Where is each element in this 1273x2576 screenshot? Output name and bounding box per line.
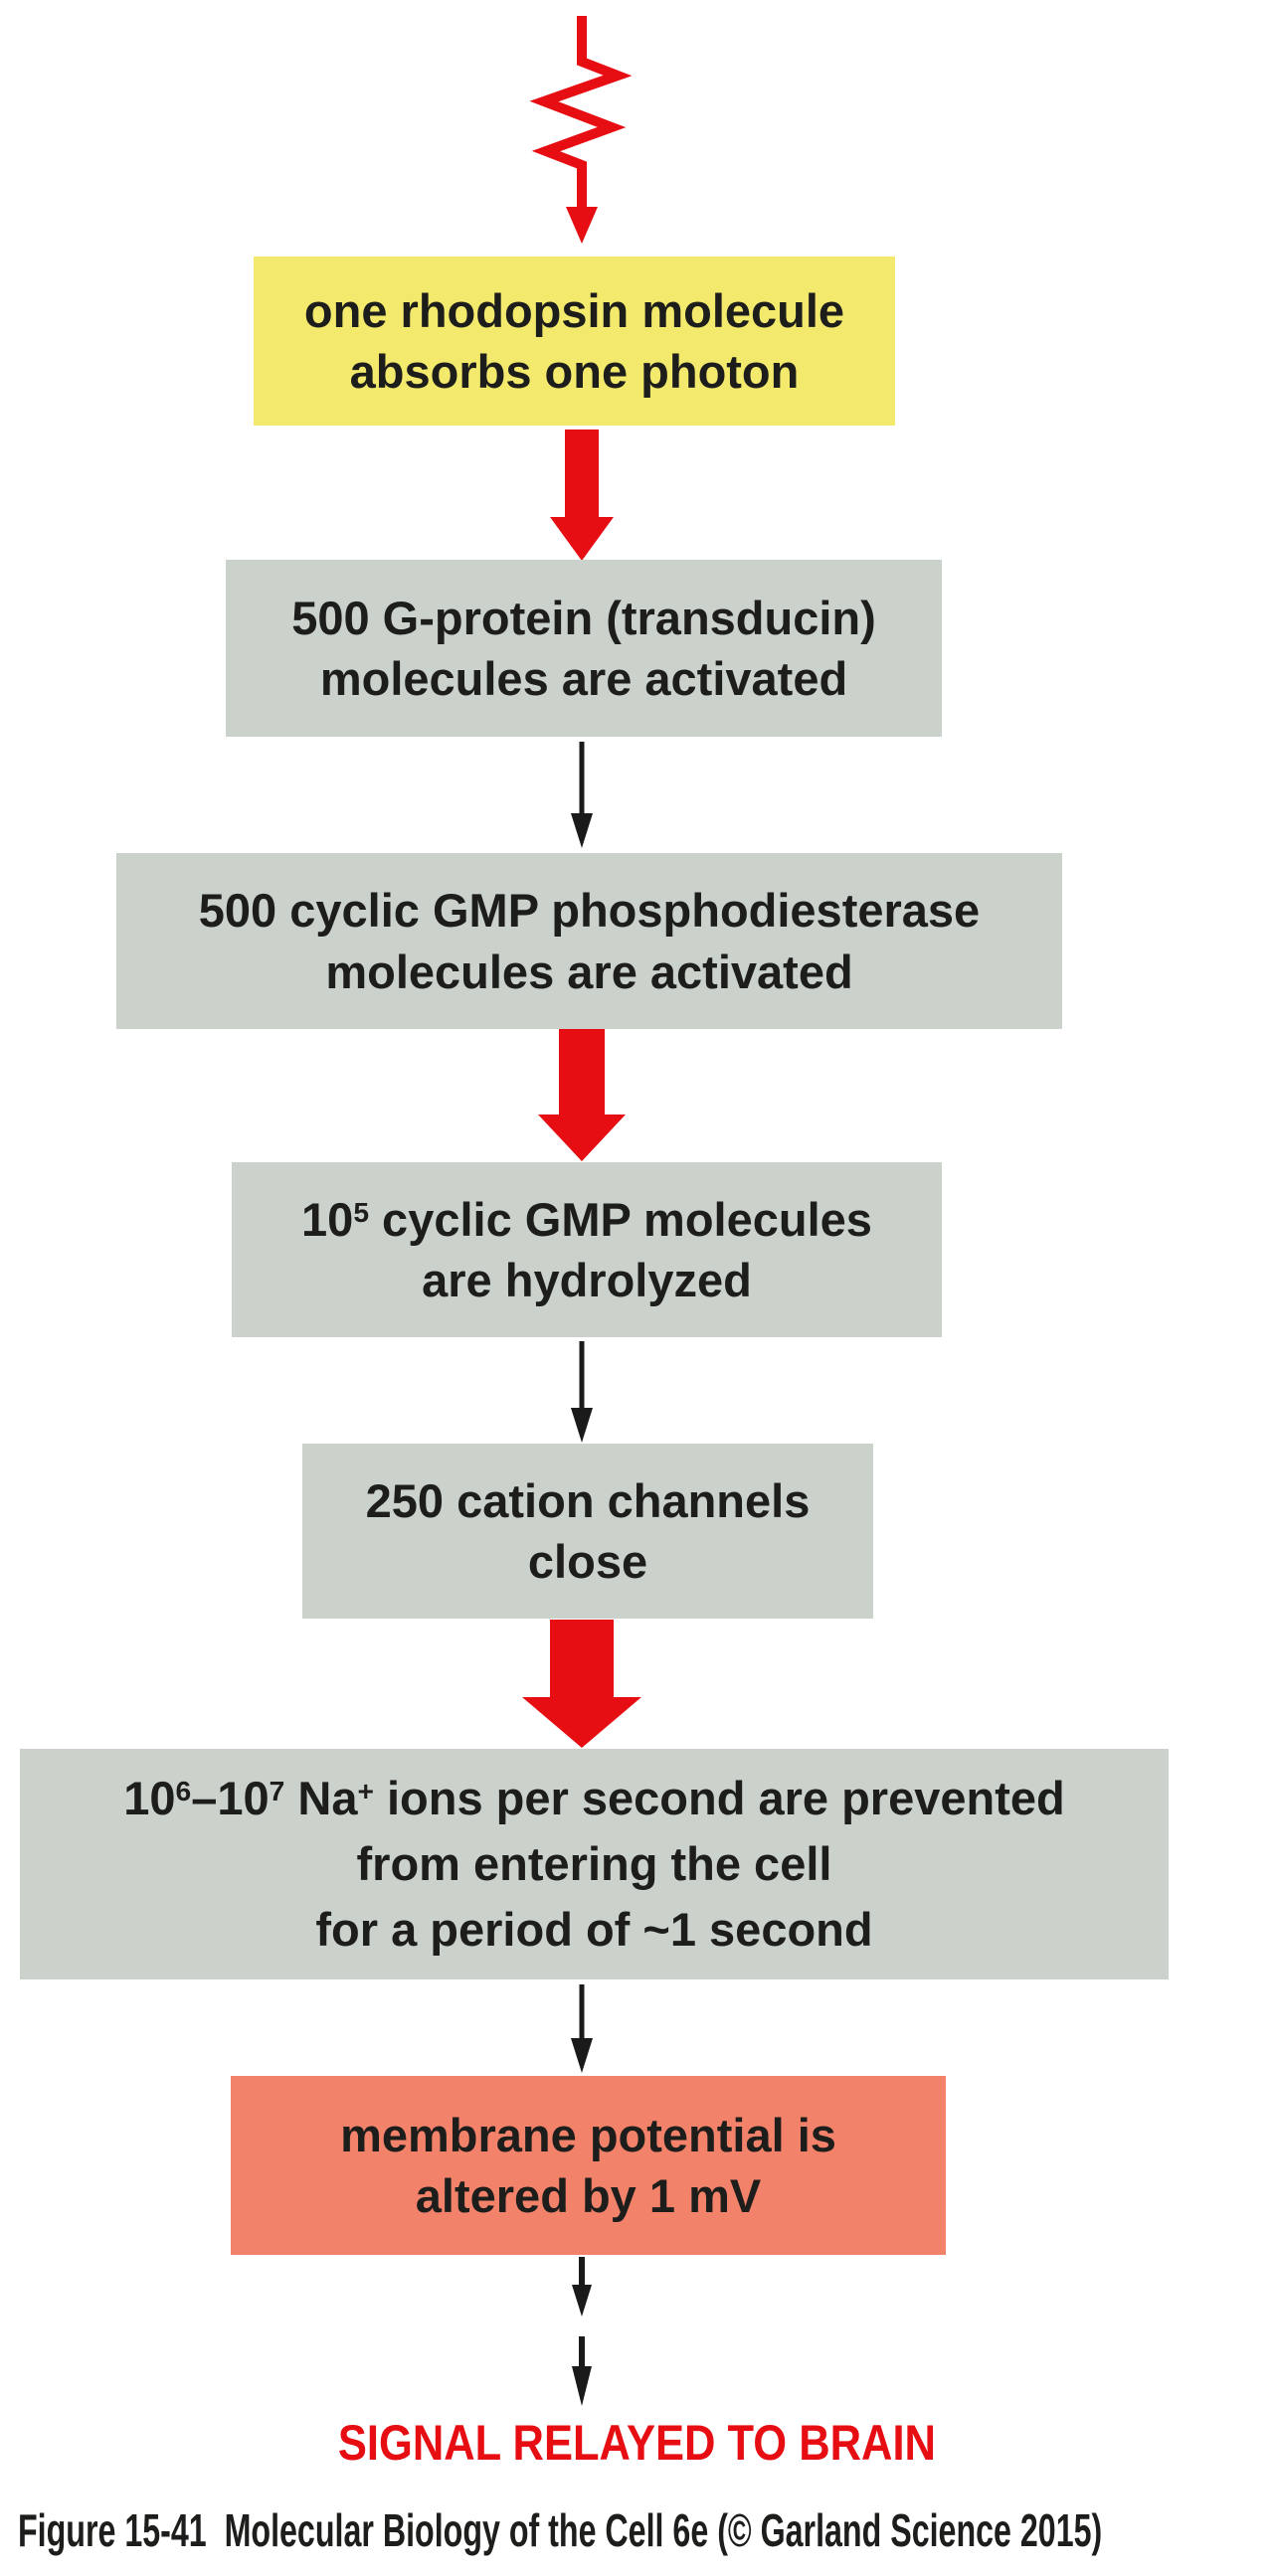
step-text-line: 250 cation channels (365, 1473, 811, 1527)
step-text-line: close (527, 1535, 648, 1588)
step-text-line: one rhodopsin molecule (303, 283, 845, 337)
step-text-line: from entering the cell (356, 1837, 832, 1891)
step-text-line: for a period of ~1 second (315, 1902, 873, 1956)
signal-relayed-label: SIGNAL RELAYED TO BRAIN (0, 2414, 1273, 2472)
step-text-line: membrane potential is (340, 2108, 836, 2161)
step-text-line: molecules are activated (325, 945, 853, 998)
step-text-line: 500 G-protein (transducin) (291, 591, 876, 644)
step-text-line: molecules are activated (319, 652, 848, 705)
step-text-line: 105 cyclic GMP molecules (301, 1192, 872, 1246)
step-text-line: 106–107 Na+ ions per second are prevente… (123, 1772, 1065, 1825)
photon-zigzag-arrow-icon (529, 16, 633, 244)
step-box-membrane-potential: membrane potential is altered by 1 mV (231, 2076, 946, 2255)
amplification-arrow-icon (550, 429, 614, 561)
flow-arrow-icon (571, 1984, 593, 2073)
step-box-phosphodiesterase: 500 cyclic GMP phosphodiesterase molecul… (116, 853, 1062, 1029)
step-text-line: 500 cyclic GMP phosphodiesterase (198, 884, 981, 938)
step-box-rhodopsin: one rhodopsin molecule absorbs one photo… (254, 257, 895, 426)
step-box-cgmp-hydrolyzed: 105 cyclic GMP molecules are hydrolyzed (232, 1162, 942, 1337)
step-box-na-ions: 106–107 Na+ ions per second are prevente… (20, 1749, 1169, 1979)
flow-arrow-icon (571, 1341, 593, 1443)
step-text-line: absorbs one photon (349, 345, 800, 398)
figure-caption: Figure 15-41 Molecular Biology of the Ce… (18, 2504, 1103, 2556)
flow-arrow-icon (571, 742, 593, 848)
step-box-cation-channels: 250 cation channels close (302, 1444, 873, 1619)
dashed-relay-arrow-icon (572, 2257, 592, 2406)
amplification-arrow-icon (522, 1620, 641, 1748)
signal-relayed-text: SIGNAL RELAYED TO BRAIN (337, 2415, 936, 2471)
step-text-line: are hydrolyzed (422, 1254, 752, 1306)
step-text-line: altered by 1 mV (415, 2169, 762, 2222)
amplification-arrow-icon (538, 1029, 626, 1161)
step-box-g-protein: 500 G-protein (transducin) molecules are… (226, 560, 942, 737)
